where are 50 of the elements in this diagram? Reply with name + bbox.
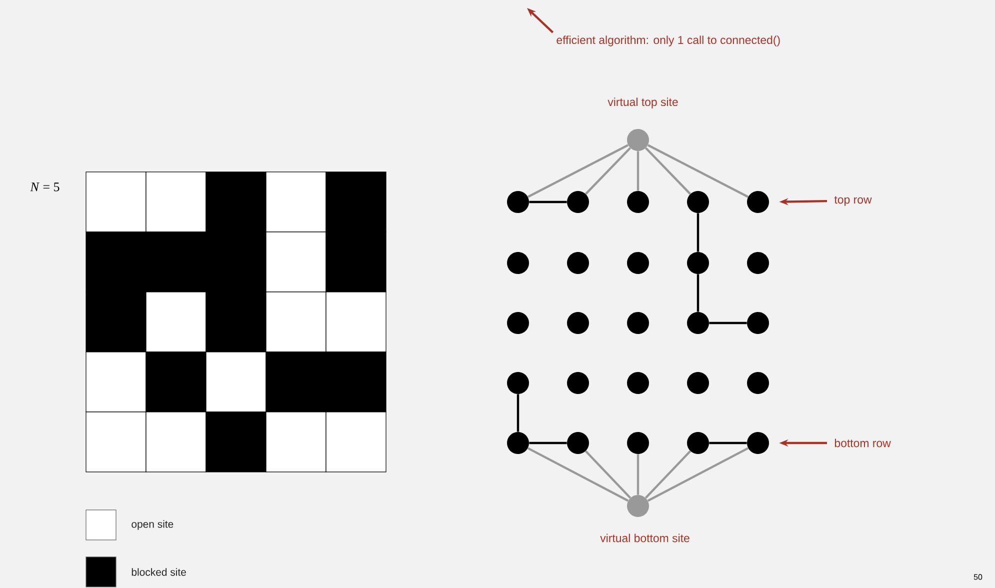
site-dot: [627, 372, 649, 394]
connector-line: [516, 394, 520, 432]
site-dot: [687, 252, 709, 274]
connector-line: [527, 144, 629, 198]
connector-line: [636, 454, 640, 495]
connector-line: [529, 442, 567, 444]
site-dot: [507, 312, 529, 334]
site-dot: [507, 190, 529, 213]
site-dot: [507, 372, 529, 394]
connector-line: [647, 447, 749, 502]
legend-label: open site: [132, 520, 174, 530]
site-label: virtual bottom site: [600, 534, 690, 542]
size-label: N = 5: [30, 182, 60, 192]
site-dot: [687, 190, 709, 213]
site-dot: [747, 190, 769, 213]
site-dot: [687, 432, 709, 454]
site-dot: [747, 432, 769, 454]
connector-line: [709, 322, 747, 324]
site-dot: [747, 312, 769, 334]
connector-line: [647, 144, 749, 198]
site-dot: [627, 432, 649, 454]
connector-line: [585, 147, 631, 195]
site-dot: [567, 372, 589, 394]
connector-line: [636, 151, 640, 191]
site-dot: [687, 312, 709, 334]
site-dot: [567, 190, 589, 213]
connector-line: [529, 200, 567, 204]
site-dot: [627, 252, 649, 274]
annotation-text: bottom row: [834, 438, 891, 448]
site-dot: [687, 372, 709, 394]
site-dot: [627, 190, 649, 213]
connector-line: [644, 450, 692, 499]
site-dot: [567, 432, 589, 454]
connector-line: [527, 447, 629, 502]
site-dot: [747, 252, 769, 274]
connector-line: [696, 274, 700, 312]
site-dot: [627, 312, 649, 334]
site-dot: [507, 432, 529, 454]
site-dot: [507, 252, 529, 274]
connector-line: [696, 213, 700, 252]
legend-label: blocked site: [132, 568, 186, 576]
annotation-text: top row: [834, 196, 872, 206]
connector-line: [645, 147, 691, 195]
site-dot: [567, 252, 589, 274]
annotation-text: efficient algorithm: only 1 call to connected(): [556, 36, 780, 46]
connector-line: [709, 442, 747, 444]
site-dot: [567, 312, 589, 334]
site-dot: [747, 372, 769, 394]
site-label: virtual top site: [608, 98, 678, 108]
connector-line: [584, 450, 632, 499]
